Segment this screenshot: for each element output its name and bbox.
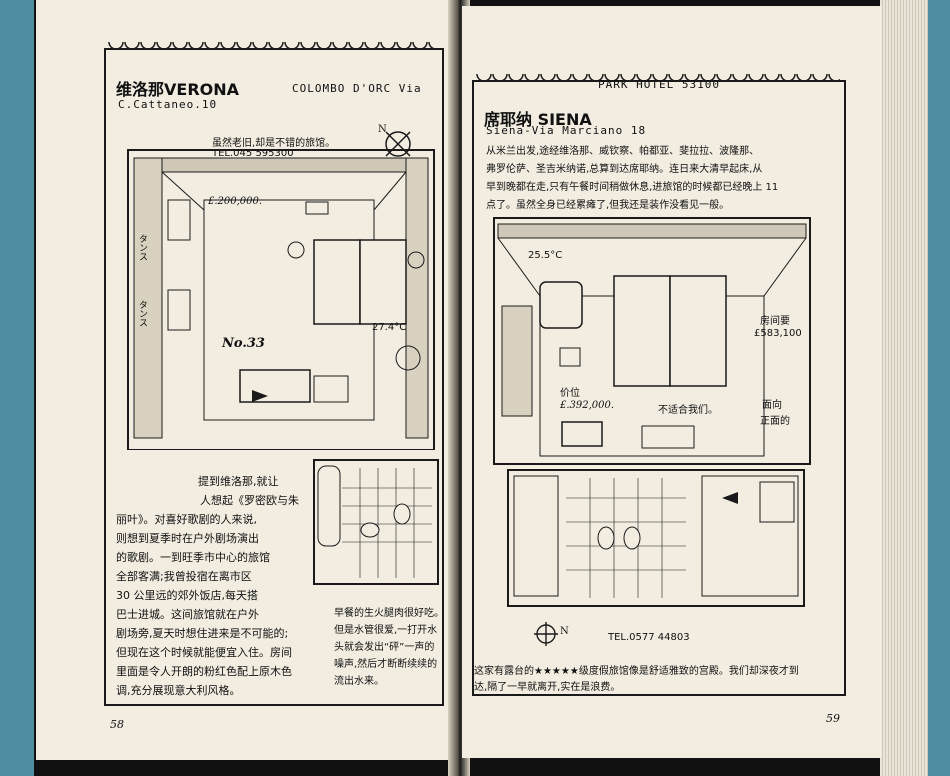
price-label: £.200,000. <box>208 196 263 207</box>
intro-line: 从米兰出发,途经维洛那、威钦察、帕都亚、斐拉拉、波隆那、 <box>486 146 760 157</box>
intro-line: 弗罗伦萨、圣吉米纳诺,总算到达席耶纳。连日来大清早起床,从 <box>486 164 763 175</box>
page-number-right: 59 <box>826 712 840 725</box>
hotel-name: COLOMBO D'ORC Via <box>292 82 422 95</box>
hotel-address: Siena-Via Marciano 18 <box>486 124 647 137</box>
note-line: 头就会发出“砰”一声的 <box>334 642 435 653</box>
book-cover-left <box>0 0 34 776</box>
wardrobe-label-1: タンス <box>137 234 147 261</box>
svg-text:N: N <box>378 124 387 135</box>
footer-line: 达,隔了一早就离开,实在是浪费。 <box>474 682 621 693</box>
room-temperature: 25.5°C <box>528 250 563 261</box>
body-line: 调,充分展现意大利风格。 <box>116 684 241 697</box>
body-line: 人想起《罗密欧与朱 <box>200 494 299 507</box>
footer-line: 这家有露台的★★★★★级度假旅馆像是舒适雅致的宫殿。我们却深夜才到 <box>474 666 799 677</box>
body-line: 全部客满;我曾投宿在离市区 <box>116 570 252 583</box>
scallop-border <box>108 42 438 60</box>
body-line: 30 公里远的郊外饭店,每天搭 <box>116 589 258 602</box>
body-line: 提到维洛那,就让 <box>198 475 279 488</box>
hotel-tel: TEL.045 595300 <box>212 148 294 159</box>
scallop-border <box>476 74 840 92</box>
hotel-note: 虽然老旧,却是不错的旅馆。 <box>212 138 336 149</box>
body-line: 则想到夏季时在户外剧场演出 <box>116 532 259 545</box>
bathroom-floorplan <box>507 469 805 607</box>
body-line: 巴士进城。这间旅馆就在户外 <box>116 608 259 621</box>
wardrobe-label-2: タンス <box>137 300 147 327</box>
right-page: 席耶纳 SIENA PARK HOTEL 53100 Siena-Via Mar… <box>462 6 882 758</box>
hotel-tel: TEL.0577 44803 <box>608 632 690 643</box>
room-price-value: £583,100 <box>754 328 802 339</box>
price-note: 不适合我们。 <box>658 405 718 416</box>
room-number: No.33 <box>222 336 265 351</box>
facing-label: 正面的 <box>760 416 790 427</box>
city-title: 维洛那VERONA <box>116 80 240 99</box>
city-title: 席耶纳 SIENA <box>484 110 592 129</box>
price-value: £.392,000. <box>560 400 615 411</box>
intro-line: 早到晚都在走,只有午餐时间稍做休息,进旅馆的时候都已经晚上 11 <box>486 182 779 193</box>
bathroom-floorplan <box>313 459 439 585</box>
svg-text:N: N <box>560 626 569 637</box>
note-line: 噪声,然后才断断续续的 <box>334 659 438 670</box>
room-floorplan-siena <box>493 217 811 465</box>
page-edges <box>880 0 928 776</box>
room-floorplan-33 <box>127 149 435 450</box>
book-cover-right <box>928 0 950 776</box>
hotel-name: PARK HOTEL 53100 <box>598 78 720 91</box>
compass-icon: N <box>534 622 569 646</box>
note-line: 但是水管很爱,一打开水 <box>334 625 438 636</box>
body-line: 的歌剧。一到旺季市中心的旅馆 <box>116 551 270 564</box>
page-number-left: 58 <box>110 718 124 731</box>
room-price-label: 房间要 <box>760 316 790 327</box>
hotel-address: C.Cattaneo.10 <box>118 98 218 111</box>
body-line: 丽叶》。对喜好歌剧的人来说, <box>116 513 257 526</box>
price-label: 价位 <box>560 388 580 399</box>
note-line: 流出水来。 <box>334 676 384 687</box>
left-page: 维洛那VERONA COLOMBO D'ORC Via C.Cattaneo.1… <box>36 0 456 760</box>
room-temperature: 27.4°C <box>372 322 407 333</box>
compass-icon: N <box>378 124 411 157</box>
body-line: 但现在这个时候就能便宜入住。房间 <box>116 646 292 659</box>
body-line: 里面是令人开朗的粉红色配上原木色 <box>116 665 292 678</box>
facing-label: 面向 <box>762 400 782 411</box>
note-line: 早餐的生火腿肉很好吃。 <box>334 608 444 619</box>
body-line: 剧场旁,夏天时想住进来是不可能的; <box>116 627 289 640</box>
intro-line: 点了。虽然全身已经累瘫了,但我还是装作没看见一般。 <box>486 200 730 211</box>
